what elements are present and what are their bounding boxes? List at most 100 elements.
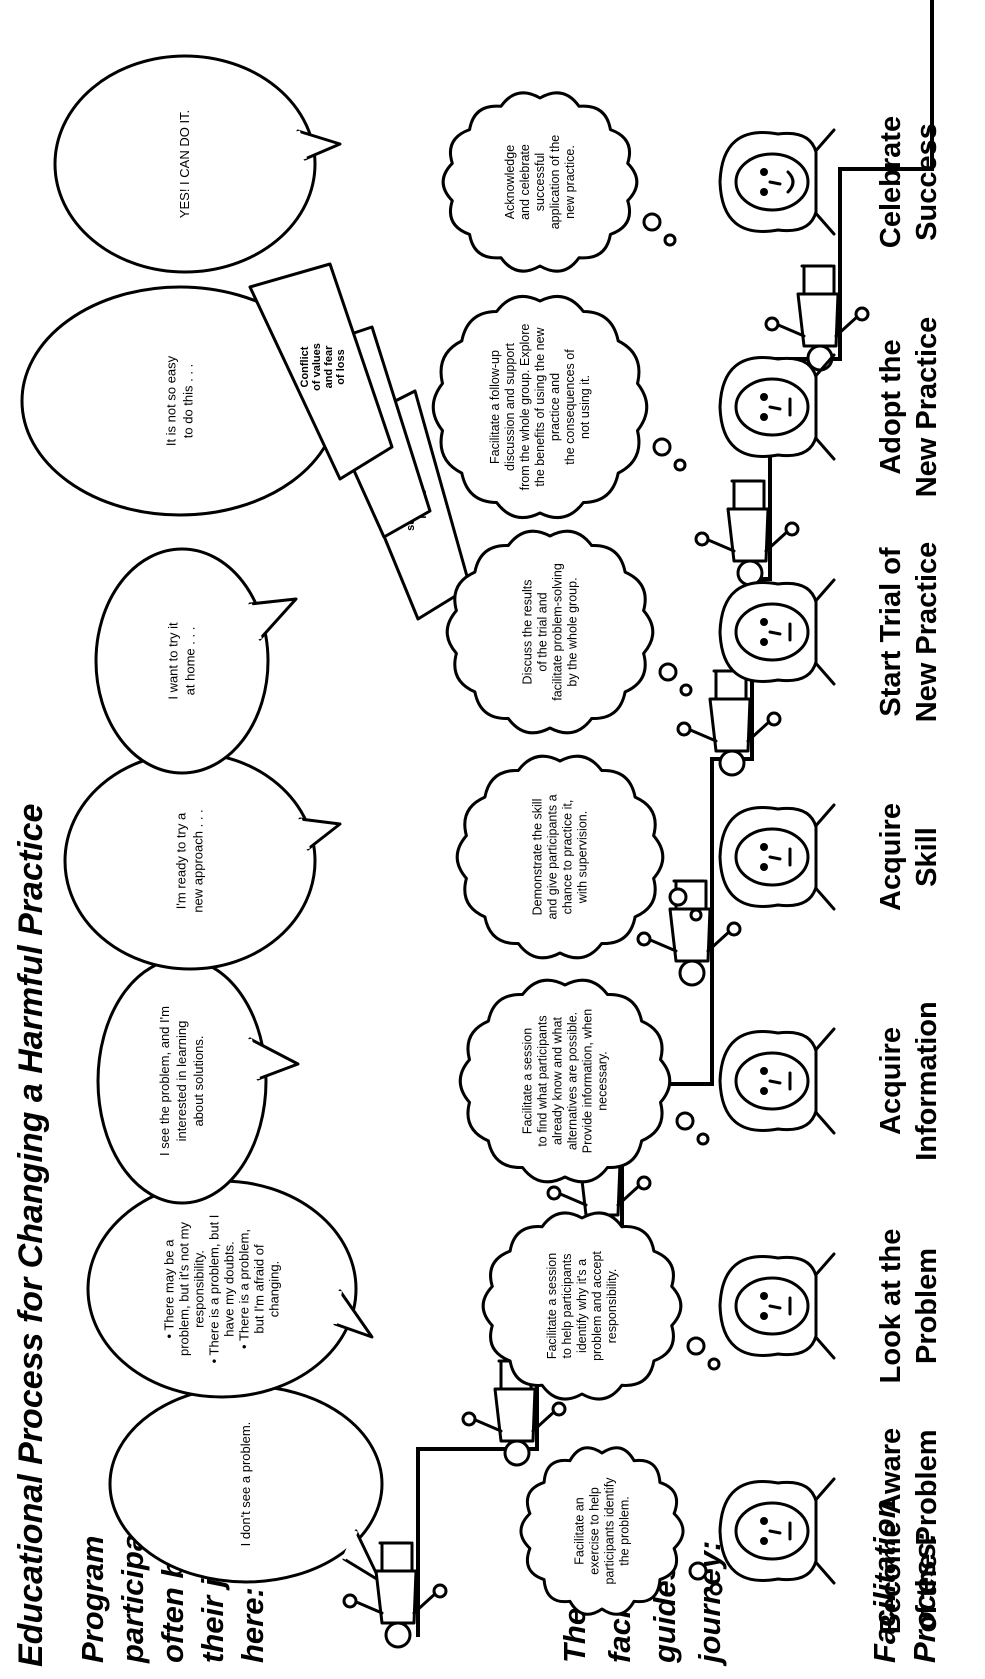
figure-hand (432, 1583, 448, 1599)
facilitator-action: not using it. (578, 375, 592, 439)
participant-statement: to do this . . . (181, 364, 196, 438)
facilitator-action: of the trial and (536, 592, 550, 671)
figure-arms (646, 929, 732, 953)
participant-figure (461, 1359, 567, 1467)
facilitator-action: Demonstrate the skill (531, 799, 545, 916)
thought-cloud (458, 978, 672, 1184)
face-nose (768, 1529, 782, 1535)
obstacle-label: of values (311, 343, 323, 391)
face-eye (760, 168, 768, 176)
thought-dot (673, 458, 687, 472)
speech-bubble: I don't see a problem. (108, 1384, 384, 1584)
thought-cloud (455, 754, 665, 960)
thought-dot (686, 1336, 706, 1356)
stage-label: Skill (911, 827, 943, 887)
stage-label: Start Trial of (875, 547, 907, 717)
facilitator-action: already know and what (551, 1017, 565, 1145)
face-eye (760, 618, 768, 626)
facilitator-face (718, 1252, 836, 1360)
facilitator-action: exercise to help (588, 1487, 602, 1575)
figure-hand (636, 931, 652, 947)
thought-cloud (445, 529, 655, 735)
obstacle-label: Conflict (299, 346, 311, 387)
face-eye (760, 638, 768, 646)
figure-hand (784, 521, 800, 537)
participant-figure (342, 1541, 448, 1649)
facilitator-action: and give participants a (546, 794, 560, 919)
facilitator-face (718, 803, 836, 911)
face-mouth (786, 170, 795, 194)
stage-label: Problem (911, 1248, 943, 1364)
thought-dot (709, 1582, 723, 1596)
participant-statement: at home . . . (183, 627, 198, 696)
participant-statement: interested in learning (174, 1021, 189, 1142)
speech-bubble-tail-join (248, 1038, 260, 1080)
participant-figure (694, 479, 800, 587)
face-nose (768, 855, 782, 861)
facilitator-action: to help participants (560, 1254, 574, 1359)
speech-bubble-tail (248, 597, 298, 641)
participant-figure (636, 879, 742, 987)
figure-hand (676, 721, 692, 737)
stage-label: New Practice (911, 542, 943, 723)
figure-head (503, 1439, 531, 1467)
face-nose (768, 630, 782, 636)
obstacle-signs: Lack ofsupport athomeLack ofresourcesCon… (248, 262, 472, 621)
participant-statement: I see the problem, and I'm (157, 1006, 172, 1156)
facilitator-face (718, 1027, 836, 1135)
participant-statement: problem, but it's not my (177, 1222, 192, 1356)
participant-statement: but I'm afraid of (252, 1244, 267, 1334)
facilitator-faces (718, 128, 836, 1585)
facilitator-action: problem and accept (590, 1251, 604, 1361)
face-nose (768, 1304, 782, 1310)
diagram-title: Educational Process for Changing a Harmf… (12, 804, 50, 1667)
speech-bubble-tail (248, 1037, 300, 1081)
thought-dot (696, 1132, 710, 1146)
face-eye (760, 1087, 768, 1095)
facilitator-action: Facilitate a follow-up (488, 350, 502, 464)
facilitator-action: and celebrate (518, 144, 532, 220)
facilitator-action: discussion and support (503, 343, 517, 471)
stage-label: Celebrate (875, 116, 907, 248)
figure-hand (461, 1411, 477, 1427)
speech-bubble-shape (53, 54, 317, 274)
participant-statement: about solutions. (191, 1035, 206, 1126)
facilitator-action: from the whole group. Explore (518, 324, 532, 491)
face-eye (760, 1537, 768, 1545)
participant-statement: new approach . . . (191, 809, 206, 912)
figure-body (668, 907, 712, 963)
stage-label: New Practice (911, 317, 943, 498)
stage-label: Become Aware (875, 1428, 907, 1634)
figure-hand (854, 306, 870, 322)
facilitator-action: Acknowledge (503, 145, 517, 219)
figure-head (718, 749, 746, 777)
figure-arms (704, 529, 790, 553)
thought-dot (642, 212, 662, 232)
participant-statement: changing. (267, 1261, 282, 1317)
participant-statement: responsibility. (192, 1250, 207, 1328)
figure-hand (551, 1401, 567, 1417)
participant-statement: I'm ready to try a (174, 812, 189, 909)
figure-hand (342, 1593, 358, 1609)
face-eye (760, 413, 768, 421)
face-nose (768, 180, 782, 186)
thought-dot (707, 1357, 721, 1371)
stage-label: Adopt the (875, 339, 907, 474)
facilitator-action: the consequences of (563, 349, 577, 465)
participant-figure (764, 264, 870, 372)
speech-bubble-tail-join (333, 1290, 342, 1325)
figure-body (796, 292, 840, 348)
figure-hand (546, 1185, 562, 1201)
figure-hand (766, 711, 782, 727)
facilitator-action: by the whole group. (566, 577, 580, 686)
stage-label: Look at the (875, 1229, 907, 1384)
figure-hand (764, 316, 780, 332)
facilitator-row-label: The (557, 1608, 592, 1663)
